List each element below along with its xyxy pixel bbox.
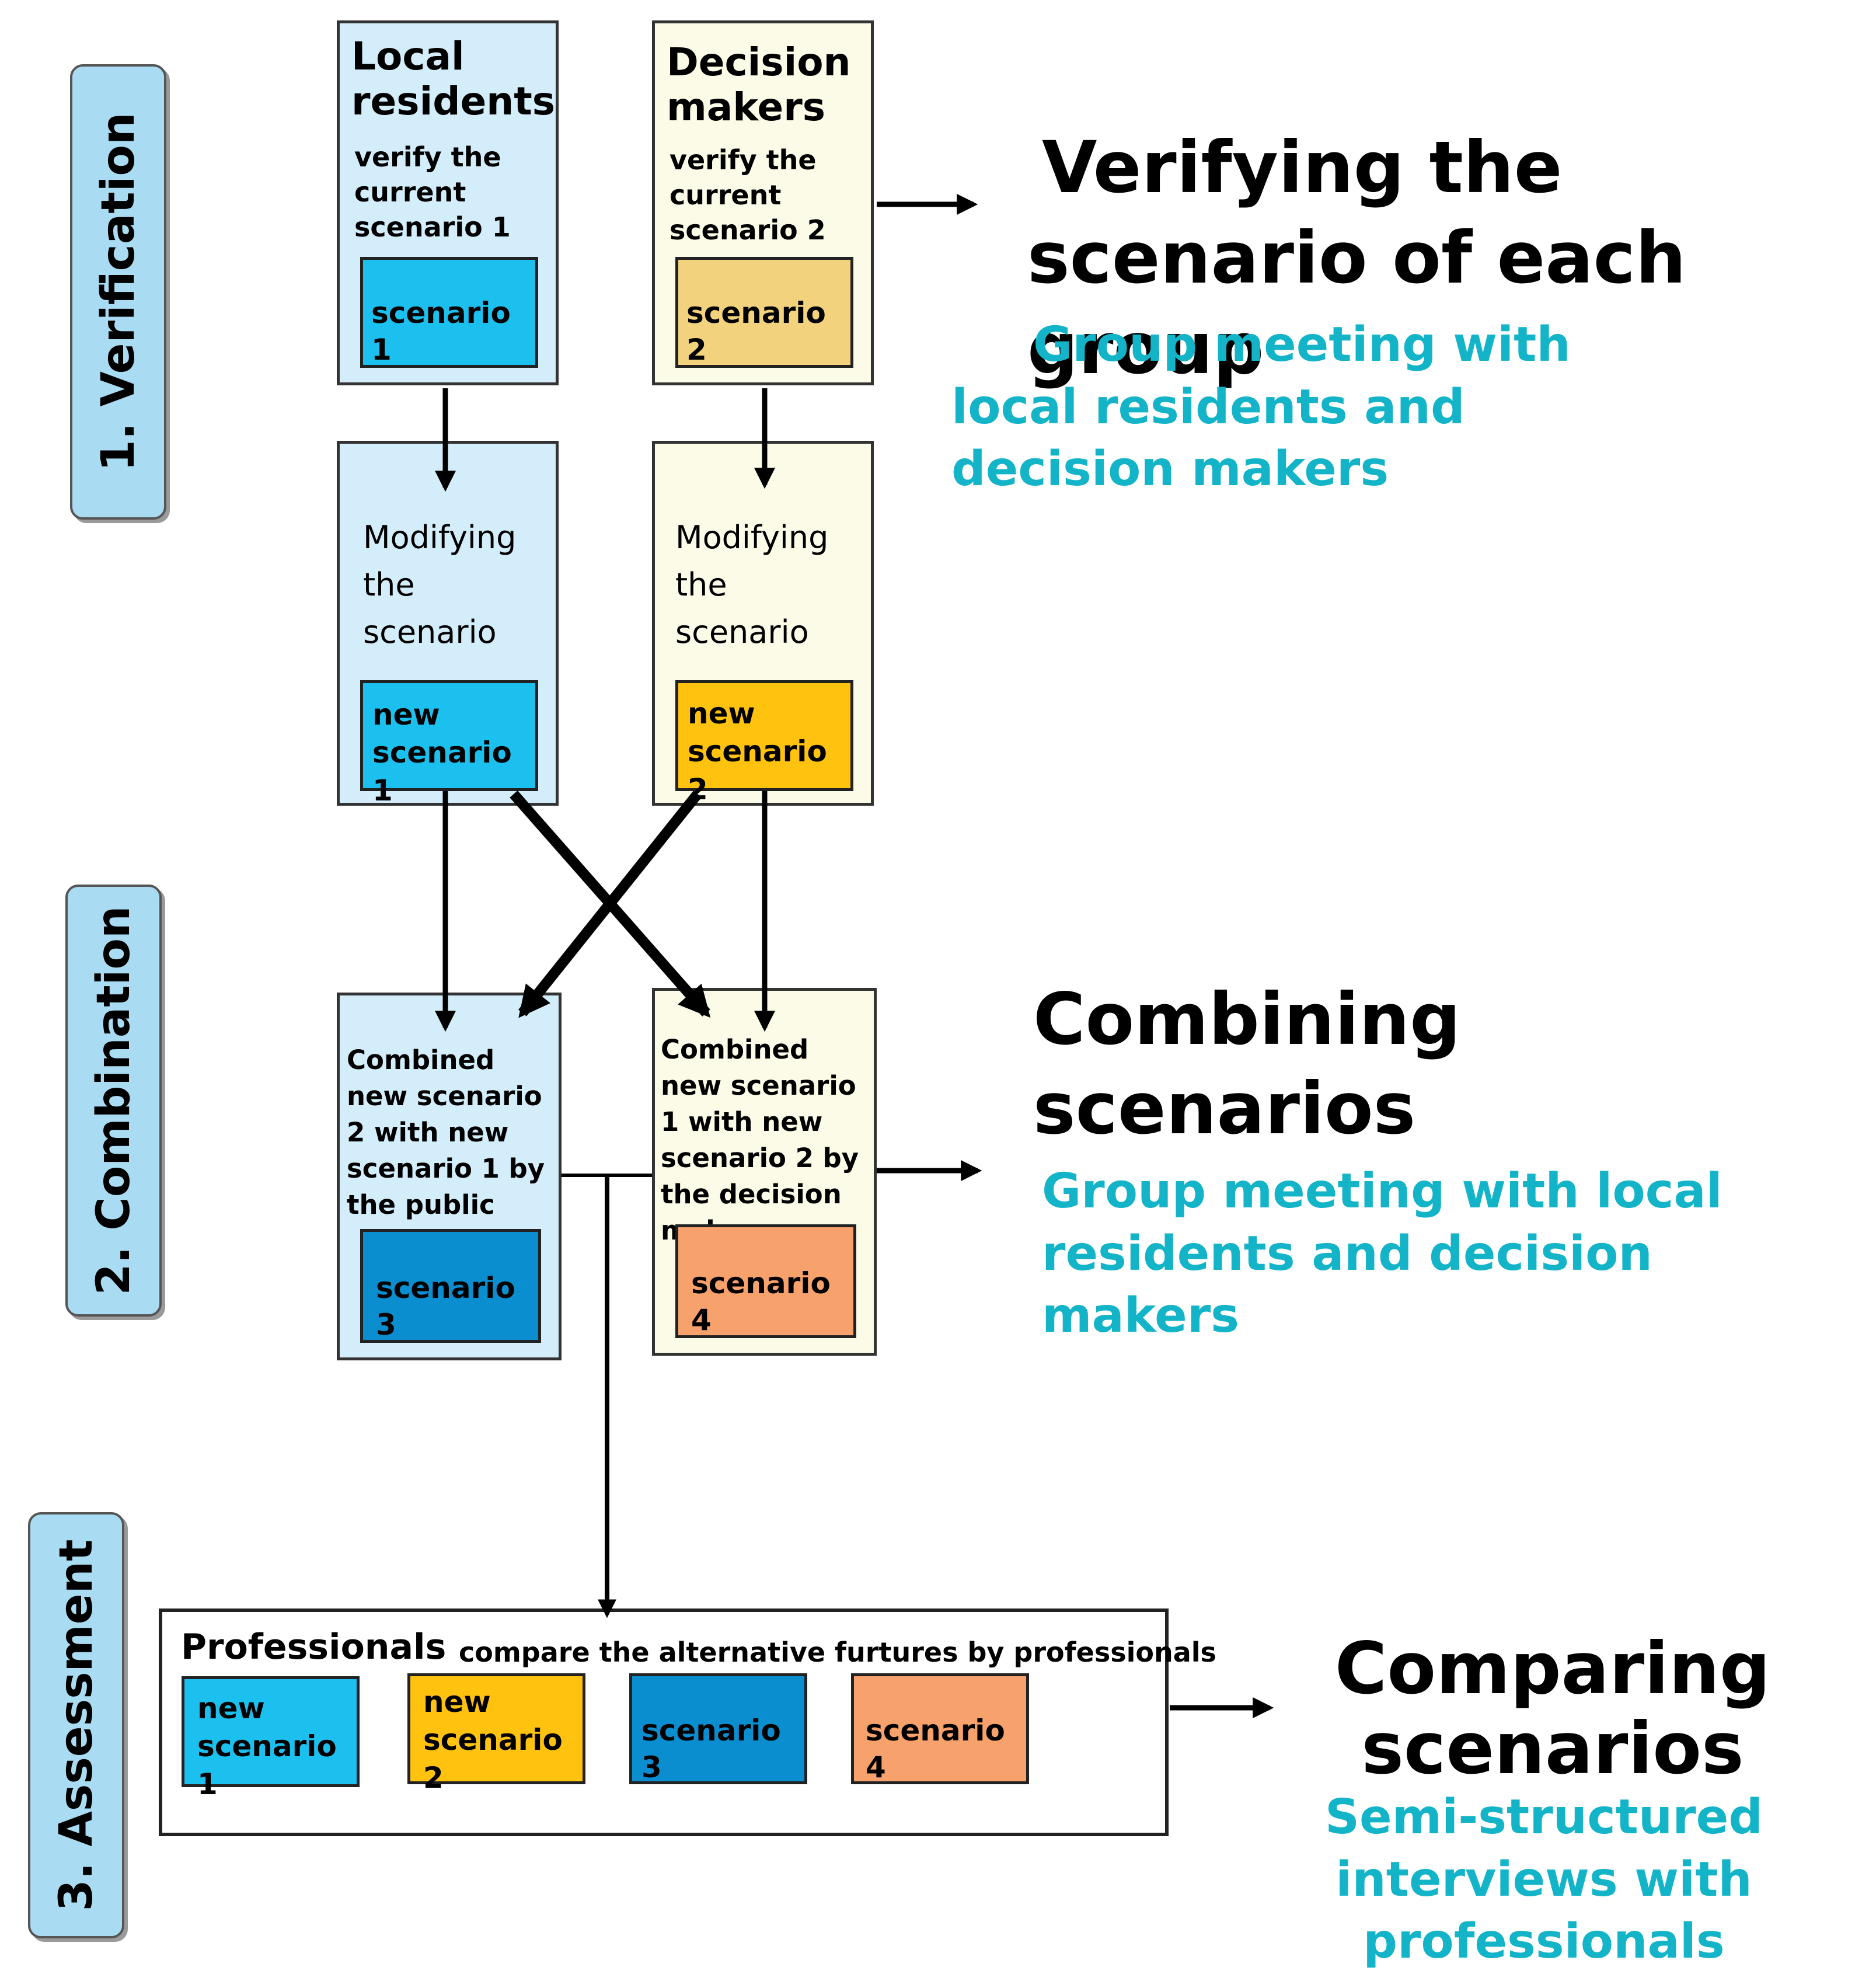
verify-method: Group meeting with local residents and d… <box>951 314 1687 501</box>
decision-makers-modify-group: Modifying the scenario new scenario 2 <box>652 441 874 806</box>
professionals-new-scenario-1: new scenario 1 <box>182 1676 360 1801</box>
phase-assessment-label: 3. Assessment <box>28 1512 124 1938</box>
decision-modify-text: Modifying the scenario <box>675 519 829 650</box>
compare-heading: Comparing scenarios <box>1331 1629 1774 1788</box>
local-combined-text: Combined new scenario 2 with new scenari… <box>347 1045 545 1221</box>
local-residents-modify-group: Modifying the scenario new scenario 1 <box>337 441 559 807</box>
scenario-2-box: scenario 2 <box>675 257 853 368</box>
professionals-scenario-4: scenario 4 <box>851 1673 1029 1784</box>
scenario-1-box: scenario 1 <box>360 257 538 368</box>
new-scenario-1-box: new scenario 1 <box>360 680 538 807</box>
decision-makers-desc: verify the current scenario 2 <box>670 144 826 246</box>
scenario-4-box: scenario 4 <box>675 1224 856 1338</box>
professionals-title: Professionals <box>181 1627 447 1667</box>
professionals-panel: Professionals compare the alternative fu… <box>159 1608 1216 1836</box>
professionals-new-scenario-2: new scenario 2 <box>407 1673 585 1795</box>
compare-method-text: Semi-structured interviews with professi… <box>1324 1789 1763 1970</box>
scenario-3-box: scenario 3 <box>360 1229 541 1343</box>
arrow-new2-cross-to-local <box>518 791 702 1018</box>
combine-method: Group meeting with local residents and d… <box>1042 1161 1795 1348</box>
professionals-desc: compare the alternative furtures by prof… <box>459 1637 1216 1668</box>
verify-heading: Verifying the scenario of each group <box>1027 123 1856 394</box>
decision-makers-group: Decision makers verify the current scena… <box>652 20 874 385</box>
new-scenario-2-box: new scenario 2 <box>675 680 853 806</box>
local-residents-desc: verify the current scenario 1 <box>354 141 511 243</box>
phase-combination-label: 2. Combination <box>65 885 162 1317</box>
verify-method-text: Group meeting with local residents and d… <box>951 317 1571 497</box>
local-residents-combined-group: Combined new scenario 2 with new scenari… <box>337 993 562 1360</box>
local-residents-title: Local residents <box>351 34 556 124</box>
decision-makers-combined-group: Combined new scenario 1 with new scenari… <box>652 988 877 1356</box>
decision-makers-title: Decision makers <box>667 40 851 130</box>
phase-verification-label: 1. Verification <box>70 64 166 520</box>
professionals-scenario-3: scenario 3 <box>629 1673 807 1784</box>
combine-heading-text: Combining scenarios <box>1033 978 1461 1150</box>
compare-method: Semi-structured interviews with professi… <box>1316 1787 1772 1973</box>
compare-heading-text: Comparing scenarios <box>1334 1627 1771 1790</box>
combine-heading: Combining scenarios <box>1033 975 1460 1153</box>
combine-method-text: Group meeting with local residents and d… <box>1042 1164 1722 1344</box>
local-residents-group: Local residents verify the current scena… <box>337 20 559 385</box>
verify-heading-text: Verifying the scenario of each group <box>1027 126 1686 390</box>
local-modify-text: Modifying the scenario <box>363 519 517 650</box>
